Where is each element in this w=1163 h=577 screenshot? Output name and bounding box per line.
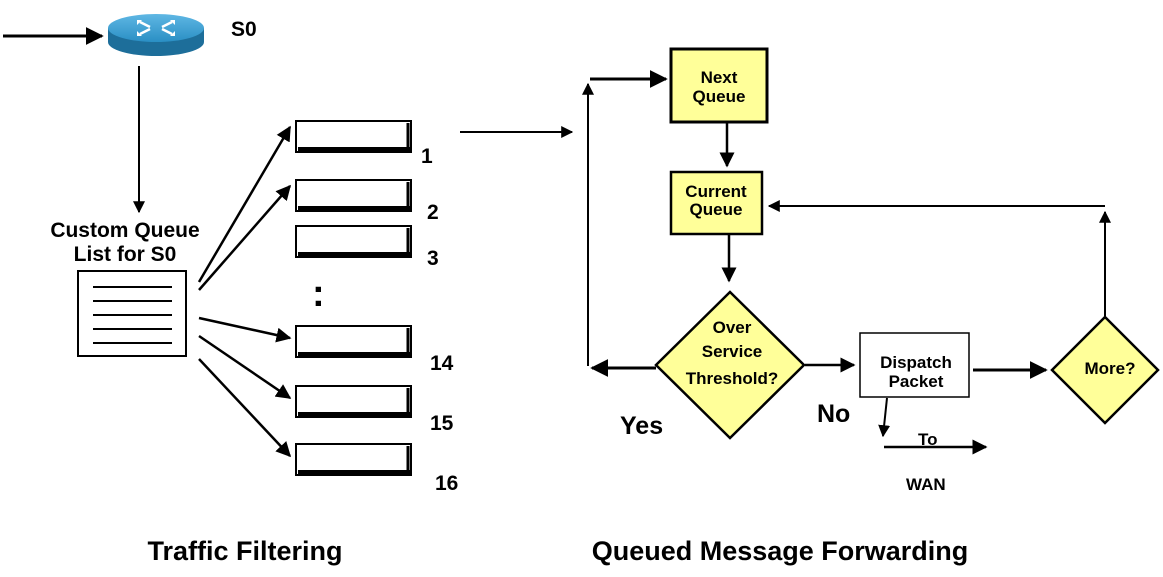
queue-box-3 — [295, 225, 412, 258]
queue-box-1 — [295, 120, 412, 153]
current-queue-box — [669, 170, 764, 236]
queue-number-14: 14 — [430, 352, 454, 375]
over-threshold-diamond — [654, 290, 806, 440]
dispatch-packet-label-line1: Dispatch — [880, 353, 952, 372]
queue-number-3: 3 — [427, 247, 439, 270]
queue-box-15 — [295, 385, 412, 418]
fanout-arrows — [197, 125, 292, 458]
router-icon — [108, 14, 204, 56]
router-interface-label: S0 — [231, 18, 257, 41]
queue-list-document-icon — [77, 270, 187, 357]
next-queue-label-line2: Queue — [693, 87, 746, 106]
queue-number-2: 2 — [427, 201, 439, 224]
current-queue-label-line2: Queue — [690, 200, 743, 219]
queue-number-15: 15 — [430, 412, 454, 435]
next-queue-label-line1: Next — [701, 68, 738, 87]
queue-ellipsis: : — [312, 273, 325, 315]
dispatch-packet-box — [859, 332, 970, 398]
to-label: To — [918, 430, 938, 449]
more-label: More? — [1085, 359, 1136, 378]
current-queue-label-line1: Current — [685, 182, 747, 201]
queue-box-16 — [295, 443, 412, 476]
queued-message-forwarding-title: Queued Message Forwarding — [592, 536, 969, 566]
next-queue-box — [669, 47, 769, 124]
more-diamond — [1050, 315, 1160, 425]
queue-number-1: 1 — [421, 145, 433, 168]
traffic-filtering-title: Traffic Filtering — [147, 536, 342, 566]
wan-label: WAN — [906, 475, 946, 494]
over-threshold-label-line2: Service — [702, 342, 763, 361]
no-label: No — [817, 400, 850, 428]
dispatch-to-wan-drop — [878, 397, 891, 438]
queue-box-2 — [295, 179, 412, 212]
custom-queue-list-label-line2: List for S0 — [74, 243, 177, 266]
dispatch-packet-label-line2: Packet — [889, 372, 944, 391]
over-threshold-label-line3: Threshold? — [686, 369, 779, 388]
yes-label: Yes — [620, 412, 663, 440]
queue-box-14 — [295, 325, 412, 358]
over-threshold-label-line1: Over — [713, 318, 752, 337]
queue-number-16: 16 — [435, 472, 458, 495]
custom-queue-list-label-line1: Custom Queue — [50, 219, 199, 242]
